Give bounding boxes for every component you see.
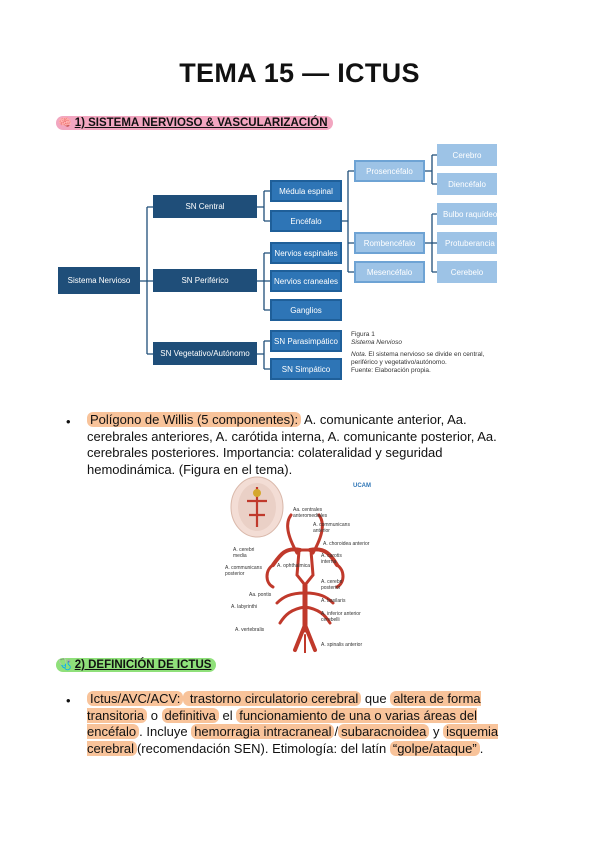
willis-label-10: A. labyrinthi	[231, 604, 258, 610]
willis-label-1: A. communicans anterior	[313, 522, 350, 534]
diagram-root-box: Sistema Nervioso	[58, 267, 140, 294]
diagram-ganglios-box: Ganglios	[270, 299, 342, 321]
diagram-mesencefalo-box: Mesencéfalo	[354, 261, 425, 283]
brain-icon: 🧠	[58, 117, 72, 129]
diagram-nervios-espinales-box: Nervios espinales	[270, 242, 342, 264]
willis-label-8: Aa. pontis	[249, 592, 272, 598]
highlighted-phrase: definitiva	[161, 707, 219, 723]
willis-label-2: A. choroidea anterior	[323, 541, 370, 547]
diagram-caption: Figura 1 Sistema Nervioso Nota. El siste…	[351, 331, 486, 375]
diagram-nervios-craneales-box: Nervios craneales	[270, 270, 342, 292]
bullet-marker-1: •	[66, 414, 71, 429]
figure-title: Sistema Nervioso	[351, 339, 402, 346]
section-heading-1-text: 1) SISTEMA NERVIOSO & VASCULARIZACIÓN	[74, 117, 328, 129]
diagram-sn-central-box: SN Central	[153, 195, 257, 218]
paragraph-text: /	[334, 724, 339, 739]
diagram-diencefalo-box: Diencéfalo	[437, 173, 497, 195]
willis-label-9: A. basilaris	[321, 598, 346, 604]
bullet-1-highlight: Polígono de Willis (5 componentes):	[87, 412, 302, 427]
figure-source: Fuente: Elaboración propia.	[351, 367, 431, 374]
willis-label-3: A. cerebri media	[233, 547, 255, 559]
willis-label-5: A. carotis interna	[321, 553, 342, 565]
circle-of-willis-figure: UCAM Aa. centrales anteromediales A. com…	[225, 475, 385, 654]
highlighted-phrase: hemorragia intracraneal	[191, 724, 335, 739]
diagram-bulbo-box: Bulbo raquídeo	[437, 203, 497, 225]
paragraph-text: o	[147, 707, 162, 723]
paragraph-text: el	[218, 707, 237, 723]
section-heading-1: 🧠1) SISTEMA NERVIOSO & VASCULARIZACIÓN	[56, 116, 333, 130]
paragraph-text: .	[479, 740, 484, 756]
highlighted-phrase: “golpe/ataque”	[389, 740, 480, 756]
bullet-1-text: A. comunicante anterior, Aa. cerebrales …	[87, 412, 497, 477]
willis-label-6: A. communicans posterior	[225, 565, 262, 577]
bullet-marker-2: •	[66, 693, 71, 708]
diagram-sn-periferico-box: SN Periférico	[153, 269, 257, 292]
figure-label: Figura 1	[351, 331, 375, 338]
section-heading-1-highlight: 🧠1) SISTEMA NERVIOSO & VASCULARIZACIÓN	[56, 116, 333, 130]
willis-label-0: Aa. centrales anteromediales	[293, 507, 328, 519]
diagram-sn-vegetativo-box: SN Vegetativo/Autónomo	[153, 342, 257, 365]
highlighted-phrase: subaracnoidea	[338, 724, 430, 739]
willis-label-12: A. vertebralis	[235, 627, 265, 633]
diagram-protuberancia-box: Protuberancia	[437, 232, 497, 254]
paragraph-text: que	[361, 691, 391, 706]
section-heading-2-highlight: 🩺2) DEFINICIÓN DE ICTUS	[56, 658, 217, 672]
paragraph-text: y	[429, 724, 444, 739]
diagram-encefalo-box: Encéfalo	[270, 210, 342, 232]
diagram-rombencefalo-box: Rombencéfalo	[354, 232, 425, 254]
bullet-paragraph-2: Ictus/AVC/ACV: trastorno circulatorio ce…	[87, 691, 527, 757]
bullet-paragraph-1: Polígono de Willis (5 componentes): A. c…	[87, 412, 527, 478]
figure-note: Nota. El sistema nervioso se divide en c…	[351, 351, 486, 367]
figure-note-text: El sistema nervioso se divide en central…	[351, 351, 485, 366]
stethoscope-icon: 🩺	[58, 659, 72, 671]
figure-note-prefix: Nota.	[351, 351, 367, 358]
diagram-prosencefalo-box: Prosencéfalo	[354, 160, 425, 182]
diagram-medula-box: Médula espinal	[270, 180, 342, 202]
ucam-logo: UCAM	[353, 483, 371, 489]
diagram-simpatico-box: SN Simpático	[270, 358, 342, 380]
highlighted-phrase: trastorno circulatorio cerebral	[183, 691, 362, 706]
page-title: TEMA 15 — ICTUS	[179, 58, 420, 88]
diagram-cerebro-box: Cerebro	[437, 144, 497, 166]
section-heading-2: 🩺2) DEFINICIÓN DE ICTUS	[56, 658, 217, 672]
willis-artwork	[230, 476, 345, 654]
section-heading-2-text: 2) DEFINICIÓN DE ICTUS	[74, 659, 212, 671]
willis-label-13: A. spinalis anterior	[321, 642, 363, 648]
willis-label-4: A. ophthalmica	[277, 563, 311, 569]
paragraph-text: . Incluye	[139, 724, 192, 739]
highlighted-phrase: Ictus/AVC/ACV:	[87, 691, 184, 706]
diagram-parasimpatico-box: SN Parasimpático	[270, 330, 342, 352]
willis-label-7: A. cerebri posterior	[321, 579, 343, 591]
diagram-cerebelo-box: Cerebelo	[437, 261, 497, 283]
paragraph-text: (recomendación SEN). Etimología: del lat…	[136, 740, 390, 756]
willis-label-11: A. inferior anterior cerebelli	[321, 611, 361, 623]
